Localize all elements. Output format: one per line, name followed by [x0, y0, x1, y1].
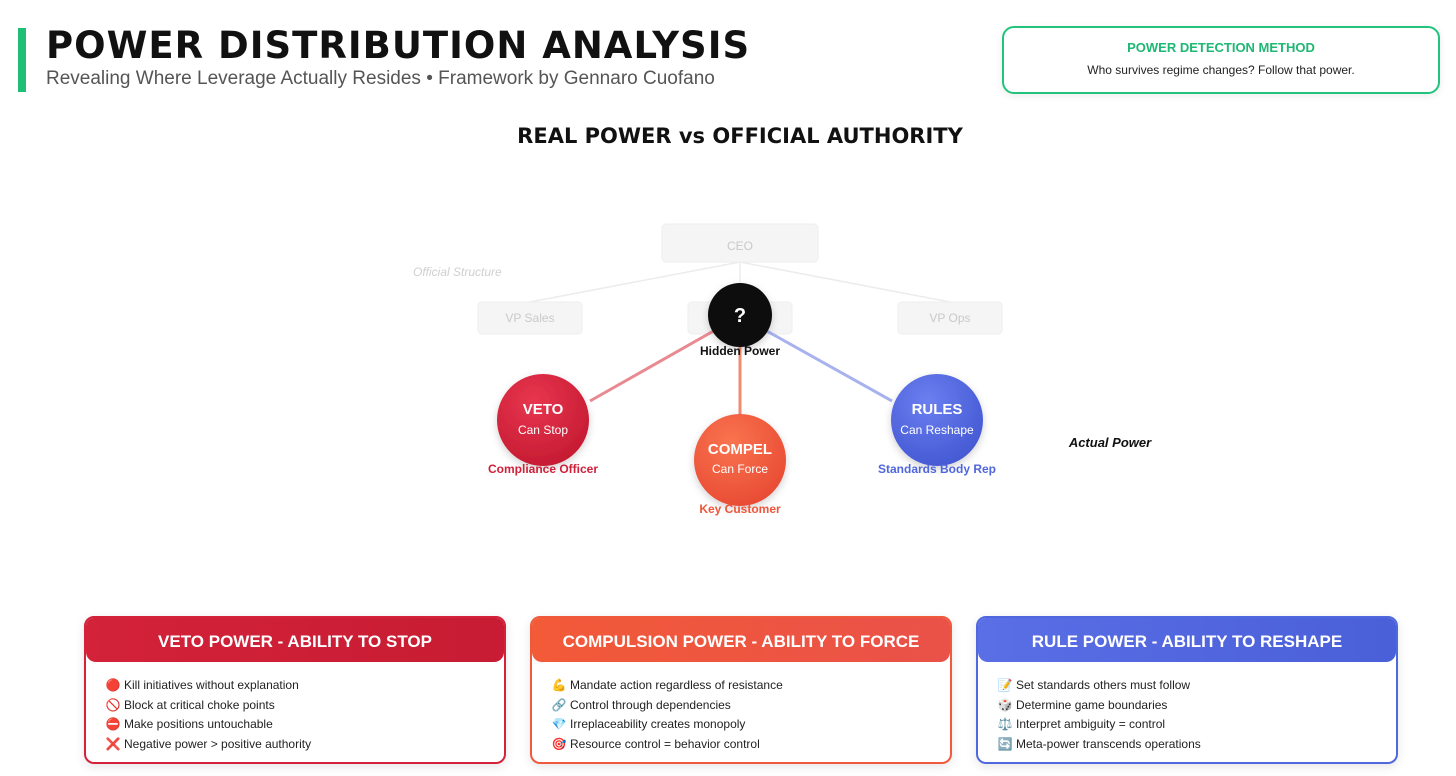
dice-icon: 🎲 — [997, 697, 1013, 712]
hidden-power-symbol: ? — [734, 305, 746, 327]
balance-scale-icon: ⚖️ — [997, 717, 1013, 732]
list-item-text: Kill initiatives without explanation — [124, 678, 299, 692]
compulsion-power-card: COMPULSION POWER - ABILITY TO FORCE 💪Man… — [530, 616, 952, 764]
gem-icon: 💎 — [551, 717, 567, 732]
vp-ops-box — [897, 301, 1003, 335]
list-item: 📝Set standards others must follow — [996, 676, 1396, 696]
compel-role-label: Key Customer — [699, 502, 781, 516]
compulsion-card-title: COMPULSION POWER - ABILITY TO FORCE — [532, 618, 950, 662]
list-item: 🔴Kill initiatives without explanation — [104, 676, 504, 696]
official-structure: CEO VP Sales VP Ops Official Structure — [413, 223, 1003, 335]
target-icon: 🎯 — [551, 736, 567, 751]
list-item: ⚖️Interpret ambiguity = control — [996, 715, 1396, 735]
list-item: 🎯Resource control = behavior control — [550, 735, 950, 755]
list-item-text: Mandate action regardless of resistance — [570, 678, 783, 692]
veto-card-title: VETO POWER - ABILITY TO STOP — [86, 618, 504, 662]
list-item: 🔗Control through dependencies — [550, 696, 950, 716]
list-item-text: Set standards others must follow — [1016, 678, 1191, 692]
list-item: 🔄Meta-power transcends operations — [996, 735, 1396, 755]
hidden-power-node — [708, 283, 772, 347]
list-item: 🚫Block at critical choke points — [104, 696, 504, 716]
page-subtitle: Revealing Where Leverage Actually Reside… — [46, 68, 715, 89]
list-item-text: Resource control = behavior control — [570, 736, 760, 751]
actual-power-label: Actual Power — [1068, 435, 1152, 450]
red-circle-icon: 🔴 — [105, 678, 121, 692]
list-item-text: Determine game boundaries — [1016, 697, 1168, 712]
list-item: 🎲Determine game boundaries — [996, 696, 1396, 716]
veto-node — [497, 374, 589, 466]
official-structure-label: Official Structure — [413, 265, 502, 279]
power-detection-method-box: POWER DETECTION METHOD Who survives regi… — [1002, 26, 1440, 94]
title-accent-bar — [18, 28, 26, 92]
list-item-text: Irreplaceability creates monopoly — [570, 717, 746, 732]
org-connector-line — [529, 261, 741, 303]
vp-ops-label: VP Ops — [929, 311, 970, 325]
method-title: POWER DETECTION METHOD — [1127, 40, 1315, 55]
cycle-arrows-icon: 🔄 — [997, 736, 1013, 751]
power-diagram: CEO VP Sales VP Ops Official Structure ?… — [413, 223, 1152, 516]
list-item: ⛔Make positions untouchable — [104, 715, 504, 735]
rule-card-list: 📝Set standards others must follow 🎲Deter… — [996, 676, 1396, 754]
veto-power-card: VETO POWER - ABILITY TO STOP 🔴Kill initi… — [84, 616, 506, 764]
rules-role-label: Standards Body Rep — [878, 462, 996, 476]
compel-node-subtitle: Can Force — [712, 462, 768, 476]
veto-node-title: VETO — [523, 401, 564, 418]
ceo-box — [661, 223, 819, 263]
compel-node-title: COMPEL — [708, 441, 772, 458]
veto-node-subtitle: Can Stop — [518, 423, 568, 437]
veto-role-label: Compliance Officer — [488, 462, 598, 476]
list-item: 💎Irreplaceability creates monopoly — [550, 715, 950, 735]
list-item-text: Control through dependencies — [570, 697, 731, 712]
vp-sales-label: VP Sales — [505, 311, 554, 325]
rules-node — [891, 374, 983, 466]
cross-mark-icon: ❌ — [105, 736, 121, 751]
list-item-text: Meta-power transcends operations — [1016, 736, 1201, 751]
list-item-text: Make positions untouchable — [124, 717, 273, 732]
method-text: Who survives regime changes? Follow that… — [1087, 63, 1355, 77]
ceo-label: CEO — [727, 239, 753, 253]
list-item-text: Negative power > positive authority — [124, 736, 312, 751]
rules-node-subtitle: Can Reshape — [900, 423, 974, 437]
page-title: POWER DISTRIBUTION ANALYSIS — [46, 24, 751, 67]
compel-node — [694, 414, 786, 506]
list-item: ❌Negative power > positive authority — [104, 735, 504, 755]
rules-node-title: RULES — [912, 401, 963, 418]
flexed-biceps-icon: 💪 — [551, 678, 567, 692]
list-item: 💪Mandate action regardless of resistance — [550, 676, 950, 696]
hidden-power-label: Hidden Power — [700, 344, 780, 358]
rule-power-card: RULE POWER - ABILITY TO RESHAPE 📝Set sta… — [976, 616, 1398, 764]
list-item-text: Block at critical choke points — [124, 697, 275, 712]
vp-sales-box — [477, 301, 583, 335]
compulsion-card-list: 💪Mandate action regardless of resistance… — [550, 676, 950, 754]
diagram-title: REAL POWER vs OFFICIAL AUTHORITY — [517, 124, 963, 148]
no-entry-icon: ⛔ — [105, 717, 121, 732]
link-icon: 🔗 — [551, 697, 567, 712]
org-connector-line — [739, 261, 951, 303]
veto-card-list: 🔴Kill initiatives without explanation 🚫B… — [104, 676, 504, 754]
list-item-text: Interpret ambiguity = control — [1016, 717, 1166, 732]
rule-card-title: RULE POWER - ABILITY TO RESHAPE — [978, 618, 1396, 662]
prohibited-icon: 🚫 — [105, 697, 121, 712]
memo-icon: 📝 — [997, 678, 1013, 692]
